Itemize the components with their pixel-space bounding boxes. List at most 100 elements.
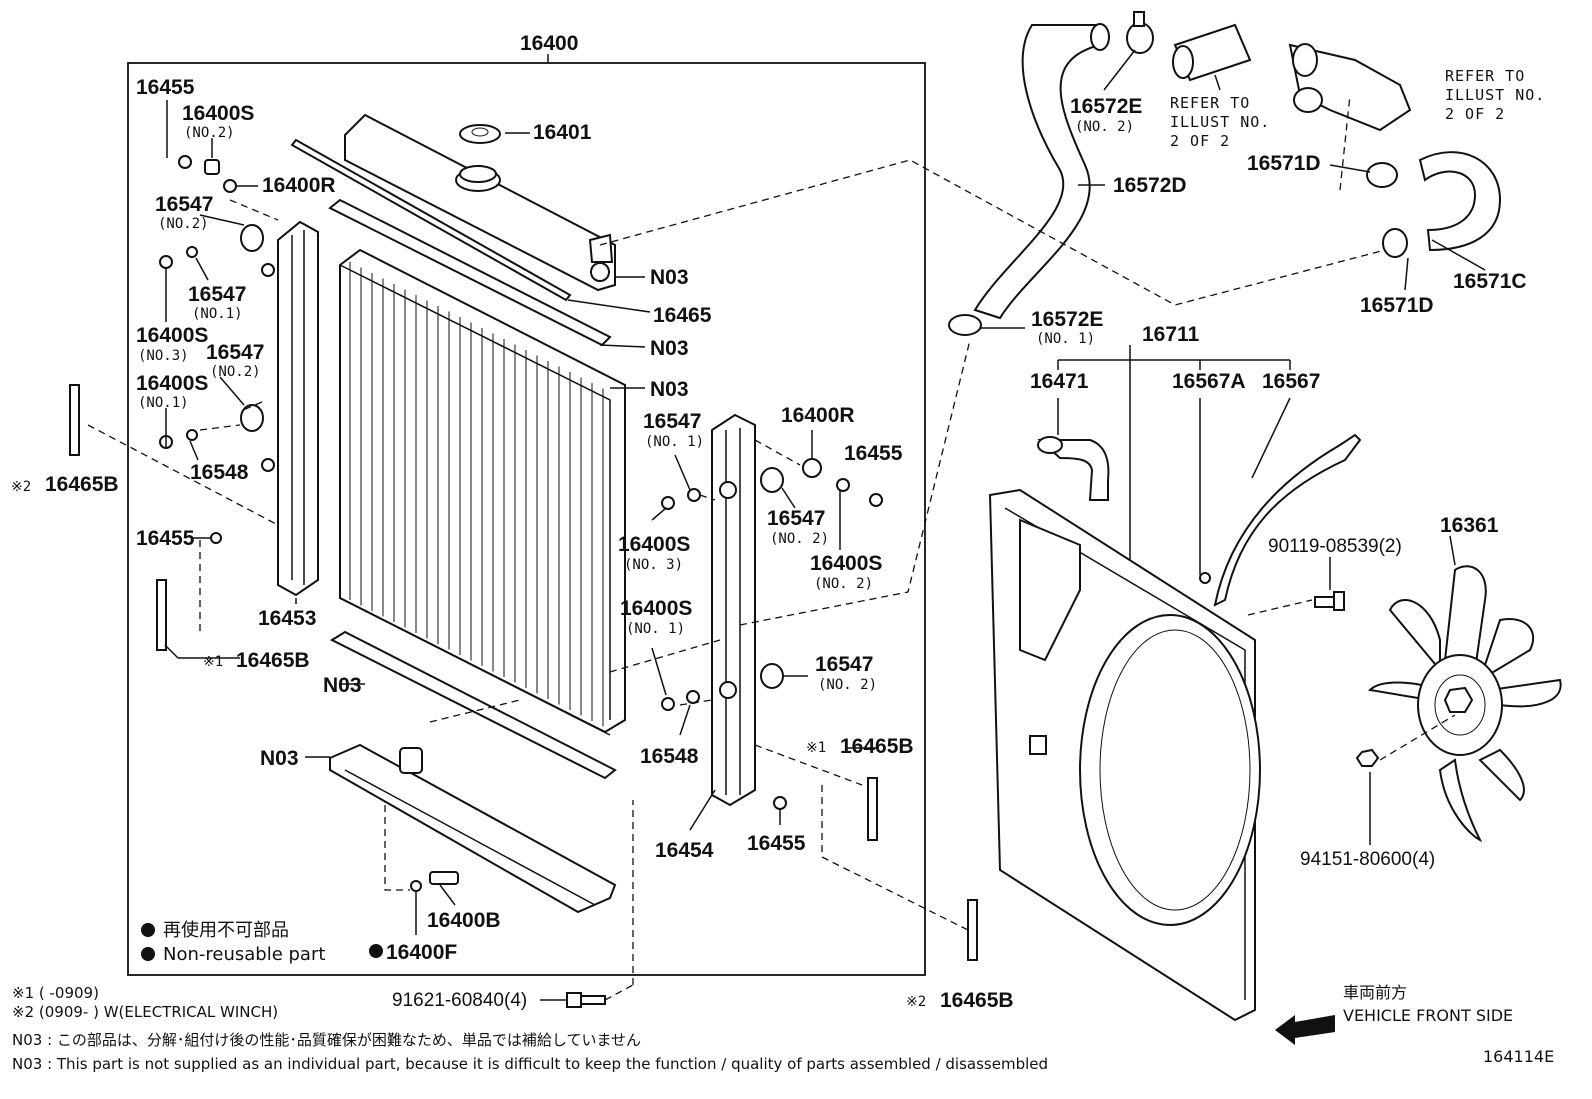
assembly-label: 16400 <box>520 32 578 55</box>
label-no3: (NO.3) <box>138 348 189 364</box>
overflow-hose-16567 <box>1213 433 1362 607</box>
direction-jp: 車両前方 <box>1343 983 1407 1002</box>
refer-note-water-outlet: REFER TO ILLUST NO. 2 OF 2 <box>1170 94 1270 150</box>
water-inlet-housing <box>1288 43 1412 132</box>
label-16400S: 16400S <box>810 552 882 575</box>
upper-tank <box>344 113 616 292</box>
label-16547: 16547 <box>206 341 264 364</box>
radiator-cap <box>459 124 501 144</box>
label-16455: 16455 <box>747 832 806 855</box>
radiator-core <box>339 248 626 736</box>
label-16465B: 16465B <box>840 735 914 758</box>
label-16547: 16547 <box>815 653 873 676</box>
label-16465B: 16465B <box>940 989 1014 1012</box>
label-n03: N03 <box>260 747 299 770</box>
clamp-16571D-lower <box>1382 228 1408 258</box>
label-16400S: 16400S <box>136 372 208 395</box>
label-16465B: 16465B <box>45 473 119 496</box>
strip-16465B-left-top <box>69 384 80 456</box>
label-91621-60840: 91621-60840(4) <box>392 990 527 1011</box>
mark-1: ※1 <box>806 740 826 756</box>
label-no1: (NO.1) <box>138 395 189 411</box>
label-94151-80600: 94151-80600(4) <box>1300 849 1435 870</box>
svg-text:2 OF 2: 2 OF 2 <box>1170 132 1230 150</box>
label-16548: 16548 <box>640 745 699 768</box>
upper-seal <box>290 138 572 302</box>
non-reusable-dot-icon <box>369 944 383 958</box>
part-labels: 16455 16400S (NO.2) 16400R 16547 (NO.2) … <box>11 76 1527 1012</box>
label-16401: 16401 <box>533 121 592 144</box>
label-16400F: 16400F <box>386 941 457 964</box>
legend: 再使用不可部品 Non-reusable part <box>141 920 325 965</box>
legend-non-reusable-en: Non-reusable part <box>163 944 325 965</box>
svg-text:REFER TO: REFER TO <box>1170 94 1250 112</box>
bolt-91621 <box>566 992 606 1008</box>
label-n03: N03 <box>650 337 689 360</box>
clamp-16571D-upper <box>1366 162 1398 188</box>
label-16400R: 16400R <box>262 174 336 197</box>
refer-note-water-inlet: REFER TO ILLUST NO. 2 OF 2 <box>1445 67 1544 123</box>
label-16567: 16567 <box>1262 370 1320 393</box>
label-16547: 16547 <box>188 283 246 306</box>
label-16361: 16361 <box>1440 514 1499 537</box>
legend-non-reusable-jp: 再使用不可部品 <box>163 920 289 941</box>
label-16400S: 16400S <box>136 324 208 347</box>
clamp-16572E-no1 <box>948 314 982 336</box>
footnote-n03-en: N03 : This part is not supplied as an in… <box>12 1055 1048 1073</box>
label-16400R: 16400R <box>781 404 855 427</box>
cooling-fan <box>1367 565 1562 843</box>
water-outlet <box>1172 23 1252 82</box>
label-16454: 16454 <box>655 839 714 862</box>
legend-dot-icon <box>141 923 155 937</box>
label-n03: N03 <box>323 674 362 697</box>
label-no2: (NO. 2) <box>770 531 829 547</box>
label-16455: 16455 <box>136 76 195 99</box>
right-small-parts <box>661 458 883 810</box>
left-side-support <box>261 220 319 597</box>
diagram-id: 164114E <box>1483 1047 1554 1066</box>
footnotes: ※1 ( -0909) ※2 (0909- ) W(ELECTRICAL WIN… <box>12 984 1048 1073</box>
label-n03: N03 <box>650 378 689 401</box>
label-no3: (NO. 3) <box>624 557 683 573</box>
label-no2: (NO. 2) <box>1075 119 1134 135</box>
label-16572E: 16572E <box>1031 308 1103 331</box>
label-16547: 16547 <box>155 193 213 216</box>
label-16711: 16711 <box>1142 323 1200 346</box>
svg-text:REFER TO: REFER TO <box>1445 67 1525 85</box>
label-90119-08539: 90119-08539(2) <box>1268 536 1402 557</box>
label-16547: 16547 <box>767 507 825 530</box>
label-no2: (NO.2) <box>210 364 261 380</box>
label-16400B: 16400B <box>427 909 501 932</box>
upper-gasket <box>328 198 612 347</box>
label-16455: 16455 <box>844 442 903 465</box>
svg-text:2 OF 2: 2 OF 2 <box>1445 105 1505 123</box>
lower-tank <box>329 743 617 914</box>
label-no2: (NO. 2) <box>814 576 873 592</box>
label-no1: (NO.1) <box>192 306 243 322</box>
footnote-mark2: ※2 (0909- ) W(ELECTRICAL WINCH) <box>12 1003 278 1021</box>
left-small-parts <box>159 155 264 544</box>
direction-en: VEHICLE FRONT SIDE <box>1343 1006 1513 1025</box>
fan-shroud <box>988 488 1261 1022</box>
strip-16465B-left-bottom <box>156 579 167 651</box>
label-no2: (NO.2) <box>184 125 235 141</box>
leader-lines <box>87 49 1486 1001</box>
strip-16465B-mid <box>867 777 878 841</box>
vehicle-front-arrow-icon <box>1275 1015 1335 1045</box>
label-16471: 16471 <box>1030 370 1089 393</box>
label-no1: (NO. 1) <box>626 621 685 637</box>
label-no1: (NO. 1) <box>645 434 704 450</box>
label-16567A: 16567A <box>1172 370 1246 393</box>
lower-hose-16571C <box>1418 151 1502 252</box>
label-no2: (NO. 2) <box>818 677 877 693</box>
footnote-n03-jp: N03 : この部品は、分解･組付け後の性能･品質確保が困難なため、単品では補給… <box>12 1031 641 1049</box>
right-side-support <box>711 413 756 807</box>
mark-2: ※2 <box>906 994 926 1010</box>
label-16465: 16465 <box>653 304 712 327</box>
label-16400S: 16400S <box>182 102 254 125</box>
svg-text:ILLUST NO.: ILLUST NO. <box>1170 113 1270 131</box>
label-16571D: 16571D <box>1360 294 1434 317</box>
legend-dot-icon <box>141 947 155 961</box>
nut-94151 <box>1355 748 1380 767</box>
label-16547: 16547 <box>643 410 701 433</box>
